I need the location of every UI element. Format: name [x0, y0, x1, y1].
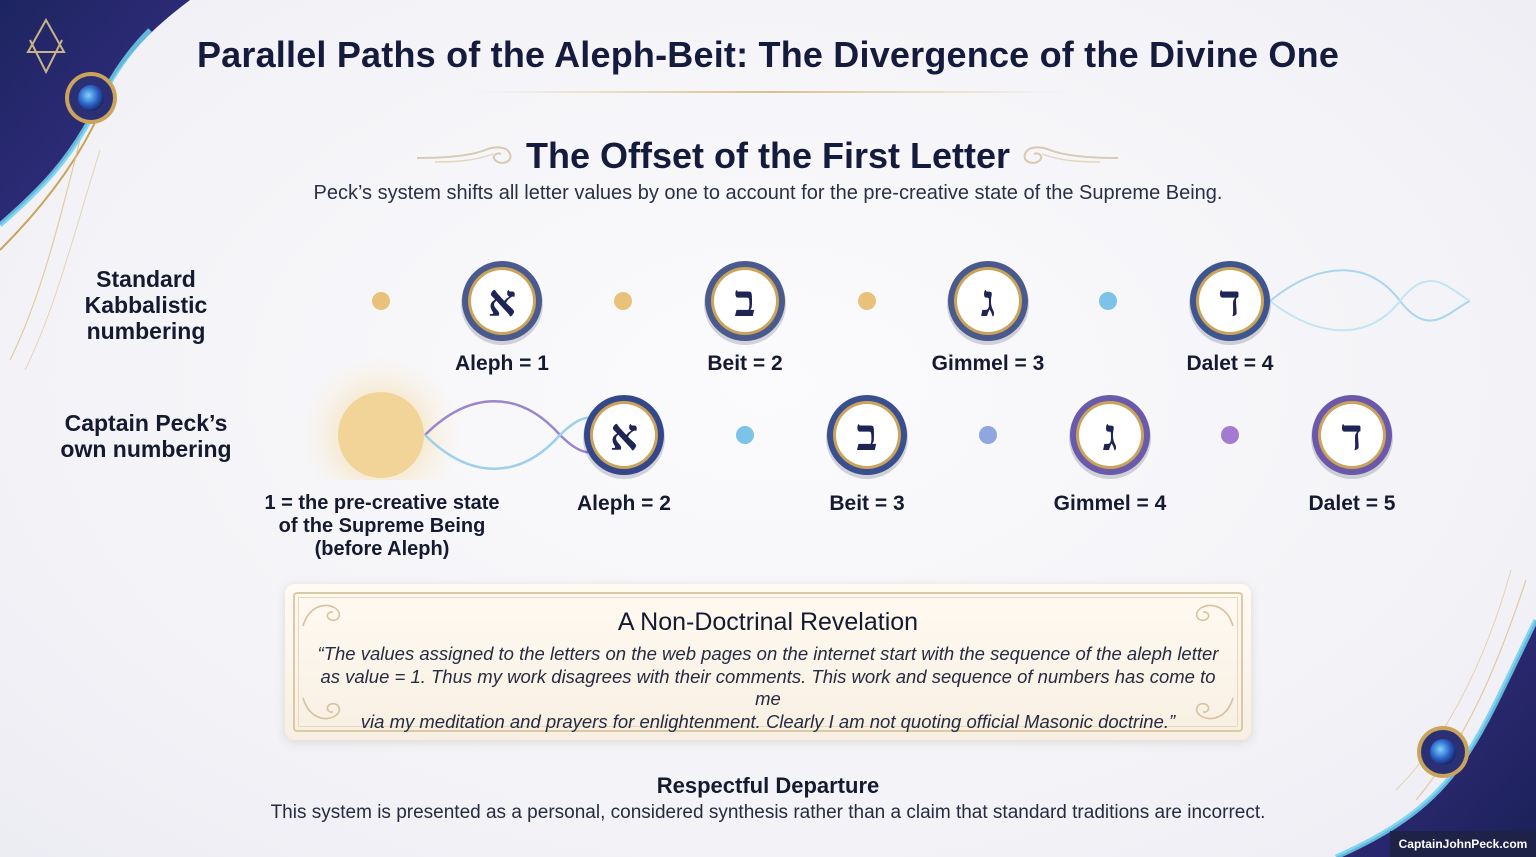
- letter-node-peck-dalet: ד: [1311, 395, 1393, 479]
- letter-node-standard-beit: ב: [704, 261, 786, 345]
- letter-label-standard-beit: Beit = 2: [707, 352, 783, 375]
- footer-title: Respectful Departure: [656, 773, 880, 798]
- card-quote: “The values assigned to the letters on t…: [315, 643, 1221, 733]
- row-label-line: own numbering: [60, 436, 232, 462]
- section-subtitle: Peck’s system shifts all letter values b…: [313, 182, 1223, 204]
- letter-label-peck-gimmel: Gimmel = 4: [1053, 492, 1167, 515]
- letter-label-standard-dalet: Dalet = 4: [1186, 352, 1274, 375]
- quote-line: as value = 1. Thus my work disagrees wit…: [320, 665, 1216, 710]
- letter-label-standard-gimmel: Gimmel = 3: [931, 352, 1045, 375]
- letter-node-peck-gimmel: ג: [1069, 395, 1151, 479]
- letter-node-peck-aleph: א: [583, 395, 665, 479]
- letter-label-peck-beit: Beit = 3: [829, 492, 905, 515]
- corner-decoration-top-left: [0, 0, 190, 371]
- row-label-line: Kabbalistic: [84, 292, 208, 318]
- connector-dot: [858, 292, 876, 310]
- card-ornament-icon: [1195, 697, 1234, 720]
- pre-creative-line: 1 = the pre-creative state: [264, 492, 500, 514]
- hebrew-letter-glyph: א: [488, 276, 516, 327]
- connector-dot: [1221, 426, 1239, 444]
- flourish-right-icon: [1023, 146, 1119, 164]
- letter-node-peck-beit: ב: [826, 395, 908, 479]
- row-label-line: numbering: [86, 318, 206, 344]
- card-ornament-icon: [302, 697, 341, 720]
- letter-label-peck-dalet: Dalet = 5: [1308, 492, 1396, 515]
- page-title: Parallel Paths of the Aleph-Beit: The Di…: [196, 34, 1340, 75]
- flourish-left-icon: [416, 146, 512, 164]
- pre-creative-orb: [338, 392, 424, 478]
- connector-dot: [736, 426, 754, 444]
- card-border-inner: [298, 597, 1238, 727]
- hebrew-letter-glyph: ד: [1219, 276, 1240, 327]
- row-label-peck: Captain Peck’s own numbering: [46, 410, 246, 462]
- numbering-diagram: א ב ג ד א ב ג ד: [299, 261, 1471, 480]
- hebrew-letter-glyph: ב: [856, 410, 877, 461]
- letter-label-peck-aleph: Aleph = 2: [577, 492, 671, 515]
- corner-decoration-bottom-right: [1334, 569, 1536, 857]
- pre-creative-label: 1 = the pre-creative state of the Suprem…: [252, 492, 512, 561]
- connector-dot: [979, 426, 997, 444]
- card-ornament-icon: [302, 604, 341, 627]
- card-title: A Non-Doctrinal Revelation: [617, 608, 919, 636]
- footer-subtitle: This system is presented as a personal, …: [270, 802, 1266, 823]
- card-border: [293, 592, 1243, 732]
- hebrew-letter-glyph: ב: [734, 276, 755, 327]
- hebrew-letter-glyph: ג: [981, 276, 996, 327]
- connector-dot: [1099, 292, 1117, 310]
- row-label-standard: Standard Kabbalistic numbering: [56, 266, 236, 344]
- letter-node-standard-dalet: ד: [1189, 261, 1271, 345]
- connector-dot: [614, 292, 632, 310]
- square-icon: [29, 39, 63, 75]
- connector-dot: [372, 292, 390, 310]
- pre-creative-line: of the Supreme Being: [278, 515, 486, 537]
- letter-node-standard-aleph: א: [461, 261, 543, 345]
- row-label-line: Captain Peck’s: [64, 410, 228, 436]
- compass-icon: [26, 17, 66, 53]
- letter-label-standard-aleph: Aleph = 1: [455, 352, 549, 375]
- hebrew-letter-glyph: ד: [1341, 410, 1362, 461]
- revelation-card: A Non-Doctrinal Revelation “The values a…: [285, 584, 1251, 740]
- row-label-line: Standard: [96, 266, 196, 292]
- title-divider: [470, 91, 1070, 93]
- wave-tail: [1269, 279, 1471, 332]
- quote-line: “The values assigned to the letters on t…: [317, 643, 1219, 664]
- quote-line: via my meditation and prayers for enligh…: [360, 710, 1176, 732]
- hebrew-letter-glyph: ג: [1103, 410, 1118, 461]
- card-ornament-icon: [1195, 604, 1234, 627]
- section-title: The Offset of the First Letter: [525, 135, 1011, 176]
- pre-creative-line: (before Aleph): [314, 538, 450, 560]
- brand-badge[interactable]: CaptainJohnPeck.com: [1390, 831, 1536, 857]
- letter-node-standard-gimmel: ג: [947, 261, 1029, 345]
- hebrew-letter-glyph: א: [610, 410, 638, 461]
